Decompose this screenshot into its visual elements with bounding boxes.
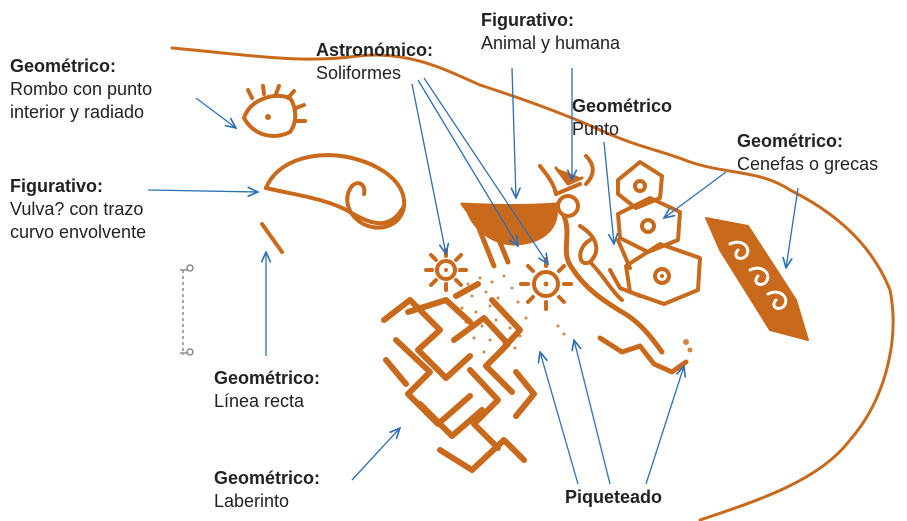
arrow-rombo bbox=[195, 97, 236, 128]
label-linea: Geométrico: Línea recta bbox=[214, 367, 320, 413]
soliforme-glyph-left bbox=[424, 248, 468, 292]
label-rombo-category: Geométrico: bbox=[10, 56, 117, 76]
label-animal-line-1: Animal y humana bbox=[481, 33, 621, 53]
arrow-laberinto bbox=[351, 428, 400, 481]
soliforme-glyph-right bbox=[519, 257, 573, 311]
label-punto-category: Geométrico bbox=[572, 96, 673, 116]
arrow-cenefas-band bbox=[786, 187, 799, 268]
label-animal-category: Figurativo: bbox=[481, 10, 574, 30]
arrow-piqueteado-1 bbox=[540, 352, 579, 485]
cenefas-greca-band bbox=[705, 217, 809, 341]
arrow-soliforme-center bbox=[417, 79, 518, 246]
label-laberinto-line-1: Laberinto bbox=[214, 491, 290, 511]
label-laberinto: Geométrico: Laberinto bbox=[214, 467, 320, 513]
label-cenefas-line-1: Cenefas o grecas bbox=[737, 154, 879, 174]
label-punto-line-1: Punto bbox=[572, 119, 620, 139]
label-punto: Geométrico Punto bbox=[572, 95, 672, 141]
label-vulva-line-1: Vulva? con trazo bbox=[10, 199, 144, 219]
arrow-animal bbox=[512, 67, 516, 198]
cenefas-rhomb-column bbox=[616, 160, 702, 306]
label-piqueteado: Piqueteado bbox=[565, 486, 662, 509]
label-rombo-line-1: Rombo con punto bbox=[10, 79, 153, 99]
label-linea-category: Geométrico: bbox=[214, 368, 321, 388]
label-vulva-line-2: curvo envolvente bbox=[10, 222, 147, 242]
arrow-punto bbox=[603, 141, 614, 244]
label-cenefas-category: Geométrico: bbox=[737, 131, 844, 151]
label-vulva-category: Figurativo: bbox=[10, 176, 103, 196]
linea-recta-glyph bbox=[260, 222, 284, 254]
animal-humana-glyph bbox=[460, 154, 689, 375]
label-piqueteado-category: Piqueteado bbox=[565, 487, 663, 507]
vulva-glyph bbox=[264, 153, 407, 230]
scale-bar bbox=[180, 264, 194, 356]
arrow-vulva bbox=[147, 190, 258, 192]
laberinto-glyph bbox=[381, 281, 537, 473]
rombo-radiado-glyph bbox=[241, 84, 307, 138]
label-astronomico-category: Astronómico: bbox=[316, 40, 433, 60]
label-astronomico-line-1: Soliformes bbox=[316, 63, 402, 83]
rock-outline bbox=[170, 46, 895, 521]
arrow-soliforme-right bbox=[423, 77, 548, 264]
arrow-cenefas-rhombs bbox=[664, 171, 727, 218]
label-linea-line-1: Línea recta bbox=[214, 391, 305, 411]
label-astronomico: Astronómico: Soliformes bbox=[316, 39, 433, 85]
label-cenefas: Geométrico: Cenefas o grecas bbox=[737, 130, 878, 176]
arrow-soliforme-left bbox=[411, 83, 446, 254]
arrow-piqueteado-3 bbox=[645, 366, 684, 485]
label-animal: Figurativo: Animal y humana bbox=[481, 9, 620, 55]
label-laberinto-category: Geométrico: bbox=[214, 468, 321, 488]
piqueteado-area bbox=[456, 274, 693, 358]
label-rombo: Geométrico: Rombo con punto interior y r… bbox=[10, 55, 152, 124]
arrow-piqueteado-2 bbox=[574, 340, 611, 485]
label-vulva: Figurativo: Vulva? con trazo curvo envol… bbox=[10, 175, 146, 244]
annotation-arrows bbox=[147, 67, 799, 485]
label-rombo-line-2: interior y radiado bbox=[10, 102, 145, 122]
